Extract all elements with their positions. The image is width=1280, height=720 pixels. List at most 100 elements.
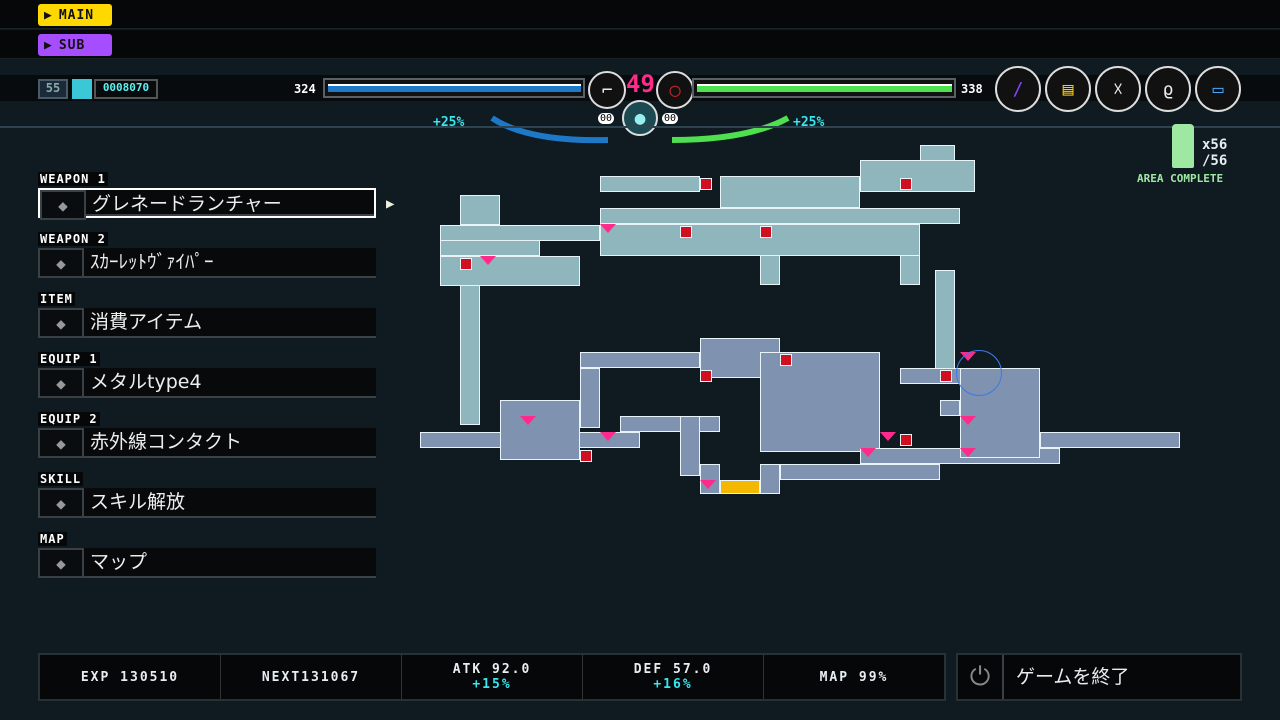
card-icon[interactable]: ▤ <box>1045 66 1091 112</box>
warp-marker-icon <box>600 432 616 441</box>
menu-item-1[interactable]: ◆ ｽｶｰﾚｯﾄｳﾞｧｲﾊﾟｰ <box>38 248 376 278</box>
warp-marker-icon <box>960 448 976 457</box>
ammo-left: 00 <box>598 113 615 124</box>
device-icon[interactable]: ▭ <box>1195 66 1241 112</box>
skill-figure-icon[interactable]: ☓ <box>1095 66 1141 112</box>
map-room <box>620 416 720 432</box>
player-hp-fill <box>328 84 581 92</box>
cursor-arrow-icon: ▶ <box>386 196 395 212</box>
map-room <box>920 145 955 161</box>
map-room <box>860 160 975 192</box>
charge-arcs <box>490 115 790 144</box>
main-label: MAIN <box>58 7 95 23</box>
map-stat: MAP 99% <box>764 655 944 699</box>
save-room-icon <box>900 434 912 446</box>
map-pin-icon: ◆ <box>38 548 84 578</box>
warp-marker-icon <box>600 224 616 233</box>
map-room <box>760 352 880 452</box>
menu-item-text: 赤外線コンタクト <box>84 428 376 458</box>
map-room <box>760 464 780 494</box>
quit-game-button[interactable]: ⏻ ゲームを終了 <box>956 653 1242 701</box>
player-position-icon <box>956 350 1002 396</box>
menu-item-2[interactable]: ◆ 消費アイテム <box>38 308 376 338</box>
save-room-icon <box>680 226 692 238</box>
menu-section-label: MAP <box>38 532 67 546</box>
map-room <box>1040 432 1180 448</box>
player-hp-value: 324 <box>294 82 316 96</box>
def-bonus: +16% <box>653 677 693 692</box>
weapon2-slot-icon: ◯ <box>656 71 694 109</box>
whip-icon[interactable]: ϱ <box>1145 66 1191 112</box>
ammo-right: 00 <box>662 113 679 124</box>
sub-bar <box>0 30 1280 59</box>
enemy-hp-fill <box>697 84 952 92</box>
weapon1-slot-icon: ⌐ <box>588 71 626 109</box>
area-count: x56 <box>1202 137 1228 153</box>
enemy-hp-bar <box>692 78 956 98</box>
exp-value: EXP 130510 <box>80 669 180 685</box>
exp-stat: EXP 130510 <box>40 655 221 699</box>
stats-panel: EXP 130510 NEXT131067 ATK 92.0+15% DEF 5… <box>38 653 946 701</box>
menu-section-label: WEAPON 1 <box>38 172 108 186</box>
syringe-icon[interactable]: / <box>995 66 1041 112</box>
map-value: MAP 99% <box>819 669 889 685</box>
warp-marker-icon <box>880 432 896 441</box>
atk-value: ATK 92.0 <box>452 662 532 677</box>
sub-label: SUB <box>58 37 86 53</box>
next-stat: NEXT131067 <box>221 655 402 699</box>
orb-icon: ● <box>622 100 658 136</box>
arm-icon: ◆ <box>38 488 84 518</box>
save-room-icon <box>580 450 592 462</box>
next-value: NEXT131067 <box>261 669 361 685</box>
menu-section-label: WEAPON 2 <box>38 232 108 246</box>
def-stat: DEF 57.0+16% <box>583 655 764 699</box>
map-room <box>935 270 955 370</box>
quit-label: ゲームを終了 <box>1016 666 1130 688</box>
map-room <box>720 176 860 208</box>
menu-item-text: スキル解放 <box>84 488 376 518</box>
map-room <box>700 464 720 494</box>
menu-section-label: EQUIP 1 <box>38 352 100 366</box>
map-room <box>600 208 960 224</box>
enemy-hp-value: 338 <box>961 82 983 96</box>
warp-marker-icon <box>520 416 536 425</box>
menu-item-3[interactable]: ◆ メタルtype4 <box>38 368 376 398</box>
map-room <box>900 255 920 285</box>
menu-item-0[interactable]: ◆ グレネードランチャー <box>38 188 376 220</box>
main-weapon-button[interactable]: ▶MAIN <box>38 4 112 26</box>
armor-icon: ◆ <box>38 368 84 398</box>
save-room-icon <box>900 178 912 190</box>
potion-icon: ◆ <box>38 308 84 338</box>
bottle-icon <box>1172 124 1194 168</box>
sub-weapon-button[interactable]: ▶SUB <box>38 34 112 56</box>
menu-section-label: EQUIP 2 <box>38 412 100 426</box>
menu-item-text: 消費アイテム <box>84 308 376 338</box>
map-room <box>680 416 700 476</box>
map-room <box>600 176 700 192</box>
right-charge-arc <box>671 115 790 143</box>
map-room <box>460 195 500 225</box>
map-room <box>460 285 480 425</box>
menu-item-text: グレネードランチャー <box>86 190 374 216</box>
def-value: DEF 57.0 <box>633 662 713 677</box>
score-counter: 0008070 <box>94 79 158 99</box>
center-counter: 49 <box>626 70 655 98</box>
save-room-icon <box>700 178 712 190</box>
ceiling-line <box>0 126 1280 128</box>
player-hp-bar <box>323 78 585 98</box>
menu-item-6[interactable]: ◆ マップ <box>38 548 376 578</box>
menu-item-4[interactable]: ◆ 赤外線コンタクト <box>38 428 376 458</box>
power-icon: ⏻ <box>958 655 1004 699</box>
save-room-icon <box>780 354 792 366</box>
warp-marker-icon <box>480 256 496 265</box>
left-charge-arc <box>490 115 609 144</box>
atk-stat: ATK 92.0+15% <box>402 655 583 699</box>
menu-item-5[interactable]: ◆ スキル解放 <box>38 488 376 518</box>
map-room <box>580 368 600 428</box>
map-room <box>780 464 940 480</box>
level-badge: 55 <box>38 79 68 99</box>
map-room <box>940 400 960 416</box>
save-room-icon <box>460 258 472 270</box>
menu-section-label: ITEM <box>38 292 75 306</box>
menu-section-label: SKILL <box>38 472 84 486</box>
